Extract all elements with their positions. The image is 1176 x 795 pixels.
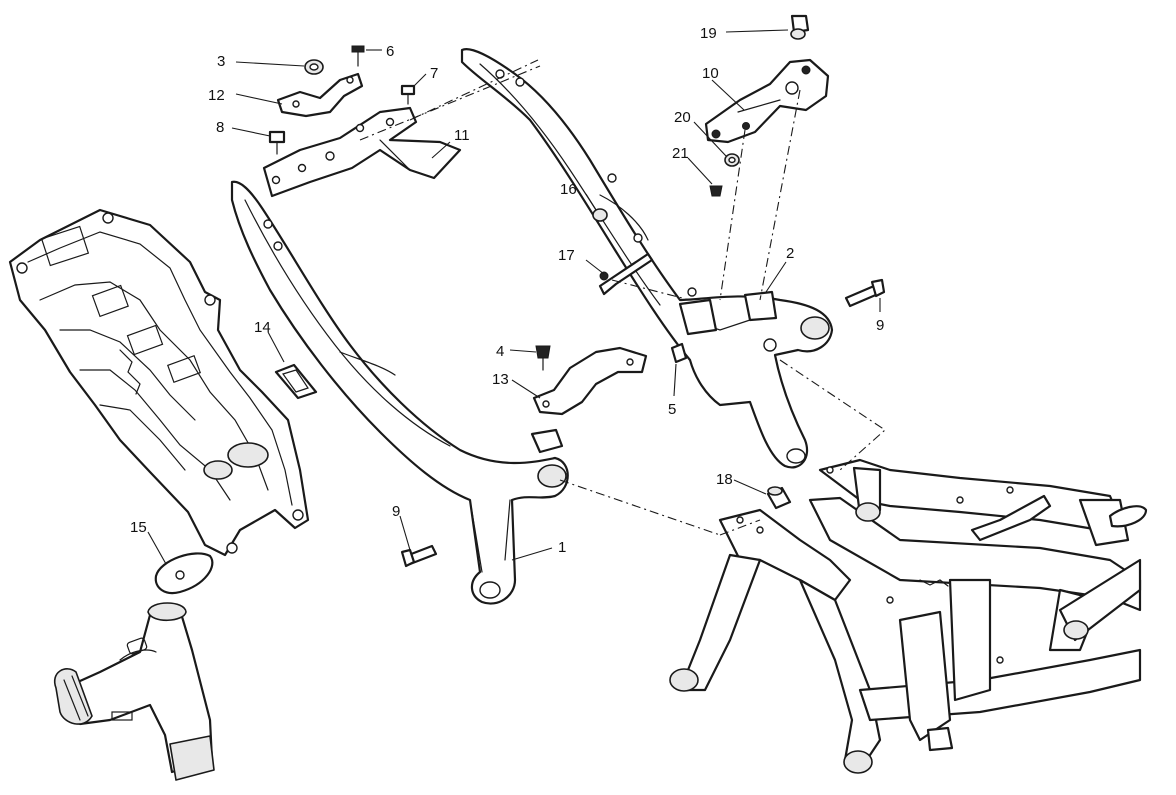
assembly-lines — [359, 59, 886, 536]
part-10-bracket — [704, 58, 830, 144]
callout-21: 21 — [672, 145, 689, 162]
callout-7: 7 — [430, 65, 438, 82]
callout-9-right: 9 — [876, 317, 884, 334]
part-1-left-subframe — [230, 180, 569, 605]
callout-8: 8 — [216, 119, 224, 136]
callout-19: 19 — [700, 25, 717, 42]
main-trellis-frame — [669, 458, 1148, 774]
part-14-pad — [274, 363, 318, 400]
callout-12: 12 — [208, 87, 225, 104]
part-4-screw — [535, 345, 551, 371]
callout-labels: 3 6 12 7 8 11 19 10 20 21 16 17 2 9 14 4… — [130, 25, 884, 556]
part-16-grommet — [592, 208, 608, 222]
part-11-mount-plate — [262, 106, 462, 198]
rear-mudguard-tray — [8, 208, 310, 557]
part-3-grommet — [304, 59, 324, 75]
part-13-bracket — [532, 346, 648, 416]
callout-2: 2 — [786, 245, 794, 262]
part-20-spacer — [724, 153, 740, 167]
callout-14: 14 — [254, 319, 271, 336]
part-5-bolt — [670, 342, 688, 364]
part-9-bolt-left — [400, 544, 438, 568]
part-6-screw — [351, 45, 365, 67]
callout-17: 17 — [558, 247, 575, 264]
part-9-bolt-right — [844, 278, 886, 308]
callout-13: 13 — [492, 371, 509, 388]
part-8-screw — [268, 130, 286, 155]
part-7-screw — [400, 84, 416, 105]
part-12-bracket — [276, 72, 364, 118]
leader-lines — [147, 29, 881, 565]
callout-18: 18 — [716, 471, 733, 488]
callout-9-left: 9 — [392, 503, 400, 520]
callout-10: 10 — [702, 65, 719, 82]
part-21-screw — [709, 185, 723, 197]
part-17-cable-tie — [598, 252, 654, 296]
part-19-nut — [790, 14, 810, 40]
breather-y-pipe — [53, 602, 215, 781]
callout-6: 6 — [386, 43, 394, 60]
part-15-oval-plate — [154, 552, 214, 595]
part-18-spacer — [766, 486, 792, 510]
callout-20: 20 — [674, 109, 691, 126]
callout-16: 16 — [560, 181, 577, 198]
callout-1: 1 — [558, 539, 566, 556]
callout-5: 5 — [668, 401, 676, 418]
callout-4: 4 — [496, 343, 504, 360]
callout-3: 3 — [217, 53, 225, 70]
callout-11: 11 — [454, 127, 470, 144]
callout-15: 15 — [130, 519, 147, 536]
